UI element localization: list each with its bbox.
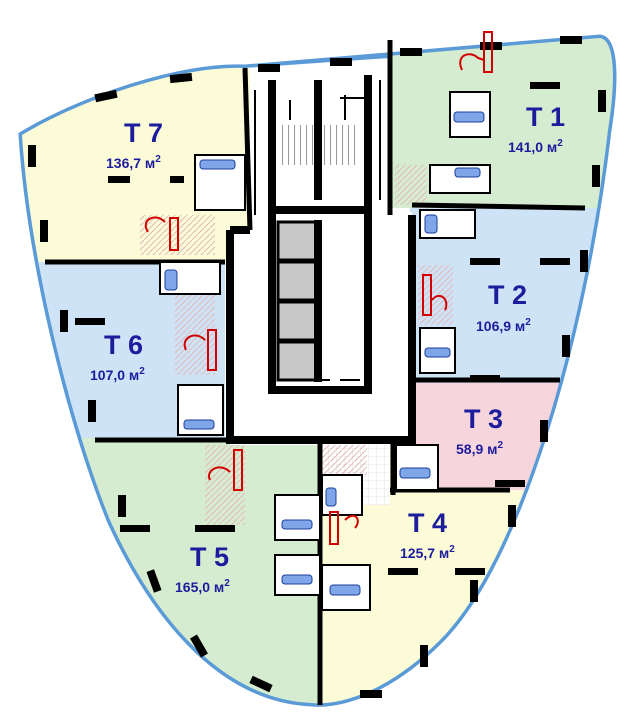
unit-name-t3: Т 3 [464,404,503,434]
unit-name-t1: Т 1 [526,102,565,132]
unit-label-t6: Т 6 107,0 м2 [90,330,145,383]
bath-fixtures [164,111,485,596]
elevator-2 [276,260,318,302]
core-thin-walls [254,80,381,381]
unit-area-t7: 136,7 м2 [106,154,161,171]
unit-label-t3: Т 3 58,9 м2 [456,404,504,457]
stair-flight-left [280,125,316,165]
t4-hatched-zone [322,445,367,475]
t5-bathroom [274,494,321,541]
t5-bathroom-2 [274,554,321,596]
plumbing-risers [144,31,493,545]
stair-flight-right [320,125,356,165]
unit-label-t5: Т 5 165,0 м2 [175,542,230,595]
unit-area-t4: 125,7 м2 [400,544,455,561]
elevator-1 [276,220,318,262]
elevator-group [276,220,318,382]
unit-name-t6: Т 6 [104,330,143,360]
unit-area-t5: 165,0 м2 [175,578,230,595]
unit-t5-area[interactable] [0,438,322,716]
unit-area-t3: 58,9 м2 [456,440,504,457]
unit-name-t4: Т 4 [408,508,447,538]
unit-label-t7: Т 7 136,7 м2 [106,118,163,171]
unit-name-t7: Т 7 [124,118,163,148]
interior-wall-stubs [75,82,570,575]
elevator-3 [276,300,318,342]
unit-label-t1: Т 1 141,0 м2 [508,102,565,155]
t5-hatched-zone [205,445,245,525]
elevator-4 [276,340,318,382]
facade-piers [28,36,606,698]
unit-label-t2: Т 2 106,9 м2 [476,280,531,334]
unit-name-t5: Т 5 [190,542,229,572]
unit-label-t4: Т 4 125,7 м2 [400,508,455,561]
t1-hatched-zone [395,165,427,205]
unit-area-t2: 106,9 м2 [476,317,531,334]
unit-name-t2: Т 2 [488,280,527,310]
unit-area-t6: 107,0 м2 [90,366,145,383]
unit-area-t1: 141,0 м2 [508,138,563,155]
